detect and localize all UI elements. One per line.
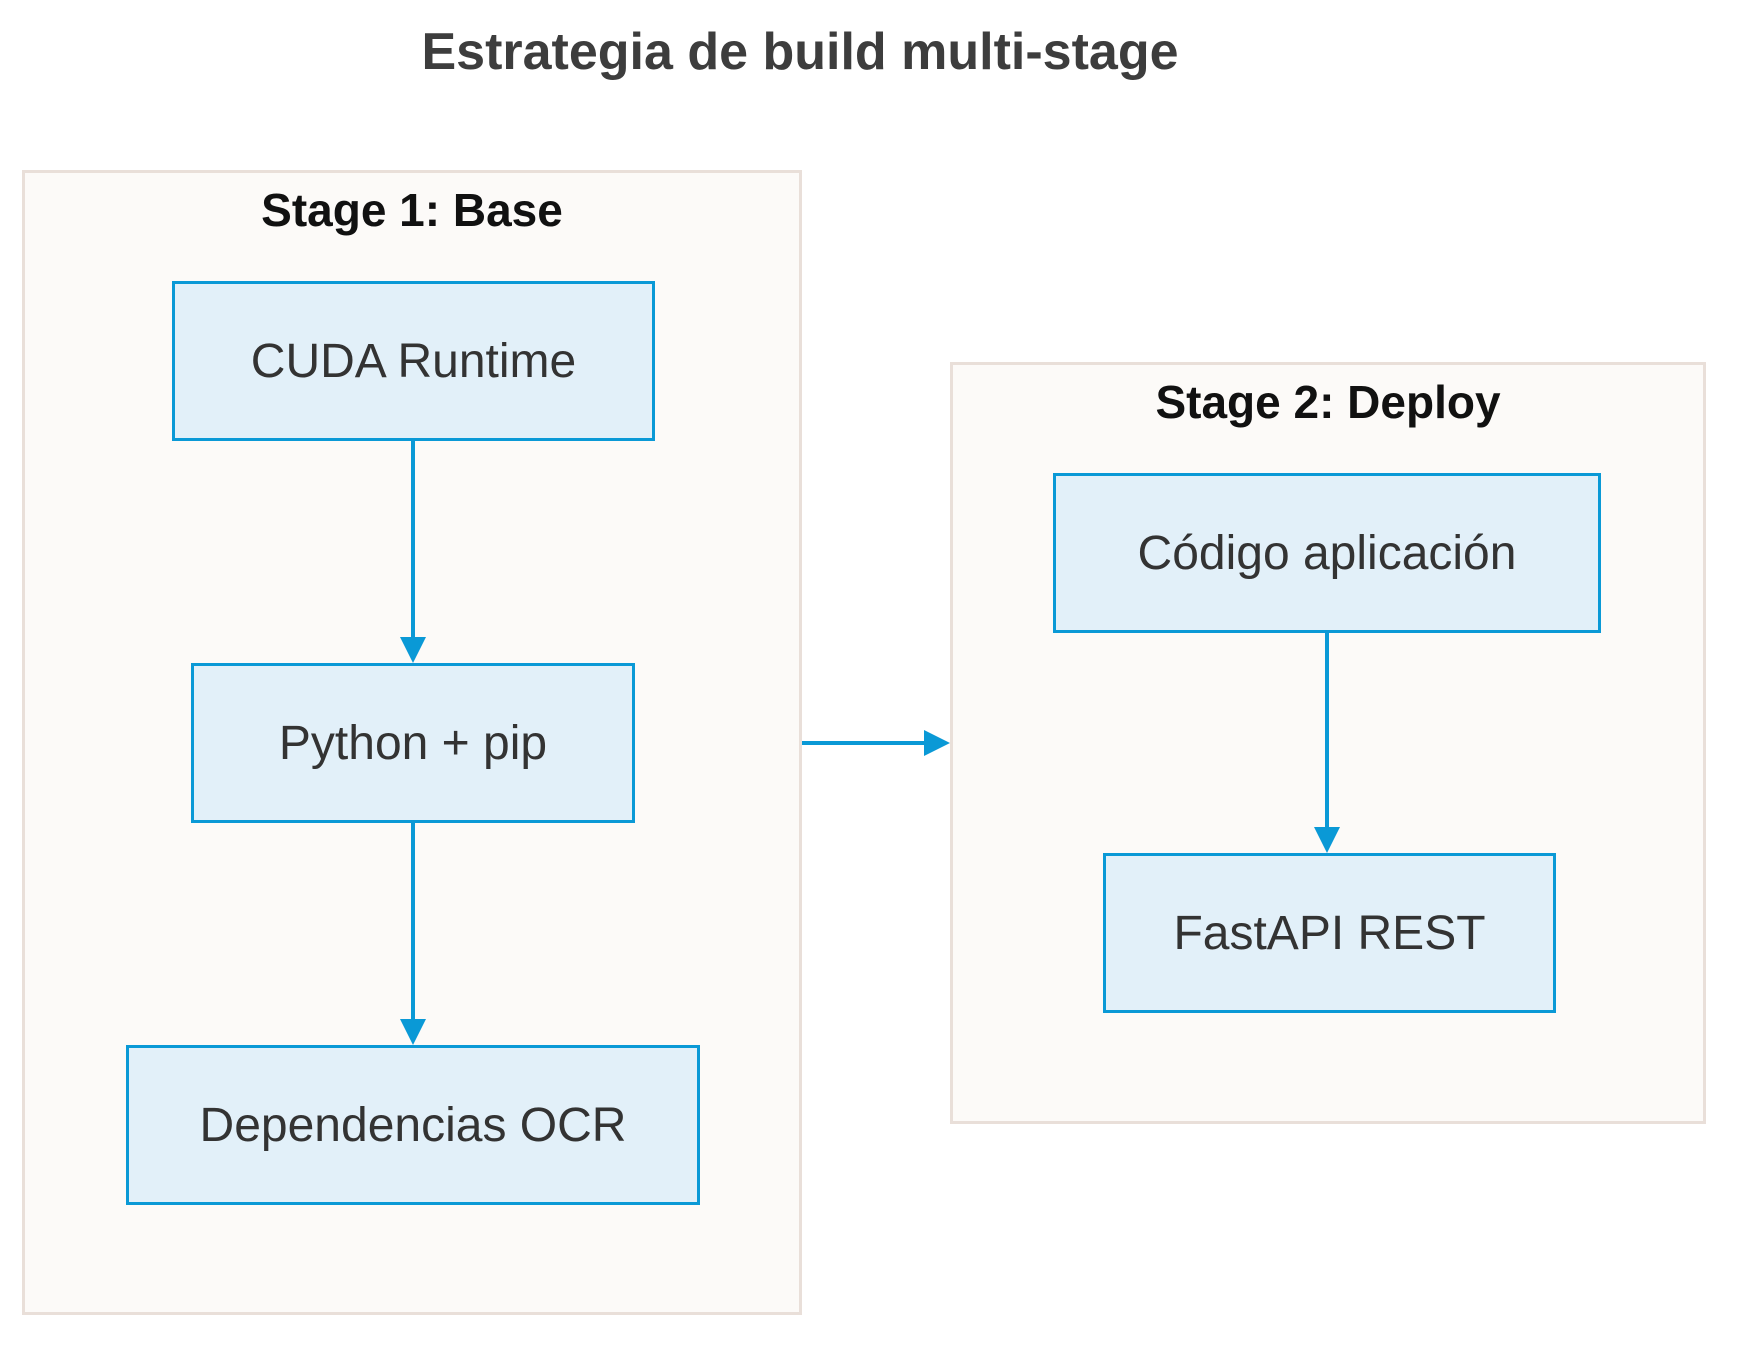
edge-codigo-to-fastapi-arrowhead-icon — [1314, 827, 1340, 853]
subgraph-stage-2-label: Stage 2: Deploy — [1155, 376, 1501, 428]
edge-cuda-to-python-arrowhead-icon — [400, 637, 426, 663]
edge-python-to-deps-line — [411, 823, 415, 1019]
subgraph-stage-1-label: Stage 1: Base — [261, 184, 563, 236]
node-fastapi-rest-label: FastAPI REST — [1173, 906, 1486, 960]
node-fastapi-rest: FastAPI REST — [1103, 853, 1556, 1013]
node-cuda-runtime-label: CUDA Runtime — [250, 334, 577, 388]
edge-codigo-to-fastapi-line — [1325, 633, 1329, 827]
node-codigo-aplicacion: Código aplicación — [1053, 473, 1601, 633]
edge-cuda-to-python-line — [411, 441, 415, 637]
edge-stage1-to-stage2-line — [802, 741, 924, 745]
edge-python-to-deps-arrowhead-icon — [400, 1019, 426, 1045]
node-dependencias-ocr: Dependencias OCR — [126, 1045, 700, 1205]
edge-stage1-to-stage2-arrowhead-icon — [924, 730, 950, 756]
node-python-pip: Python + pip — [191, 663, 635, 823]
node-cuda-runtime: CUDA Runtime — [172, 281, 655, 441]
node-dependencias-ocr-label: Dependencias OCR — [199, 1098, 627, 1152]
node-codigo-aplicacion-label: Código aplicación — [1137, 526, 1517, 580]
diagram-title: Estrategia de build multi-stage — [421, 23, 1179, 81]
node-python-pip-label: Python + pip — [278, 716, 548, 770]
